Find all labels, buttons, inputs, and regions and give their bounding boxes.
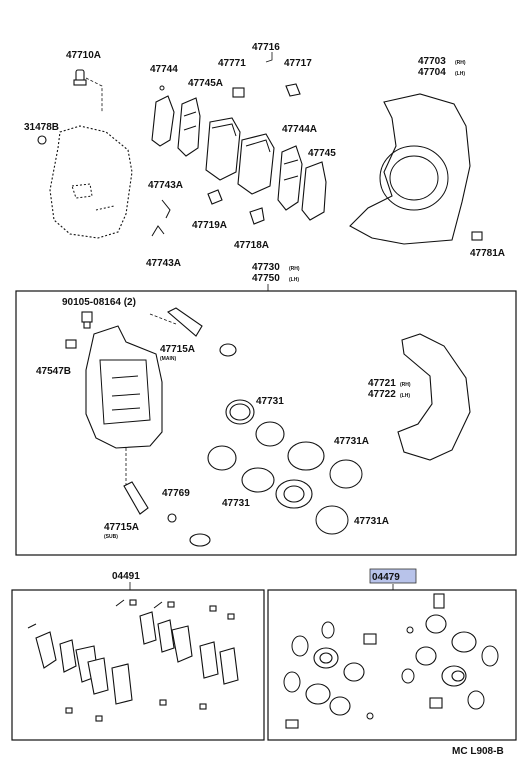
label-47703[interactable]: 47703 (418, 56, 446, 67)
dust-cover-bolt-part[interactable] (471, 231, 483, 241)
label-47744A[interactable]: 47744A (282, 124, 317, 135)
label-47704-lh: (LH) (455, 71, 465, 77)
label-47731-b[interactable]: 47731 (222, 498, 250, 509)
label-90105[interactable]: 90105-08164 (2) (62, 297, 136, 308)
wear-indicator-a-part[interactable] (161, 199, 171, 219)
shim-a-part[interactable] (177, 97, 201, 157)
bleeder-plug-part[interactable] (73, 69, 87, 86)
label-47716[interactable]: 47716 (252, 42, 280, 53)
clip-47717-part[interactable] (285, 83, 301, 97)
label-47731-a[interactable]: 47731 (256, 396, 284, 407)
bushing-part[interactable] (37, 135, 47, 145)
label-47744[interactable]: 47744 (150, 64, 178, 75)
sub-slide-pin-part[interactable] (123, 481, 211, 547)
anti-squeal-shim-part[interactable] (151, 85, 175, 147)
clip-47718A-part[interactable] (249, 207, 265, 225)
label-47718A[interactable]: 47718A (234, 240, 269, 251)
retaining-ring-b-part[interactable] (315, 505, 349, 535)
label-47781A[interactable]: 47781A (470, 248, 505, 259)
cylinder-kit-frame (267, 589, 517, 741)
slide-bushing-part[interactable] (167, 513, 177, 523)
label-47547B[interactable]: 47547B (36, 366, 71, 377)
label-47715A-sub[interactable]: 47715A (104, 522, 139, 533)
wear-indicator-b-part[interactable] (151, 225, 165, 237)
main-slide-pin-part[interactable] (167, 307, 237, 357)
pad-kit-contents[interactable] (27, 599, 239, 722)
caliper-assembly-frame (15, 290, 517, 556)
dust-cover-part[interactable] (349, 93, 471, 245)
label-04491[interactable]: 04491 (112, 571, 140, 582)
clip-47771-part[interactable] (232, 87, 245, 98)
caliper-bolt-part[interactable] (81, 311, 93, 329)
label-47771[interactable]: 47771 (218, 58, 246, 69)
label-04479[interactable]: 04479 (372, 572, 400, 583)
shim-47744A-part[interactable] (277, 145, 303, 211)
label-47731A-b[interactable]: 47731A (354, 516, 389, 527)
label-47710A[interactable]: 47710A (66, 50, 101, 61)
label-31478B[interactable]: 31478B (24, 122, 59, 133)
label-47722-lh: (LH) (400, 393, 410, 399)
label-47717[interactable]: 47717 (284, 58, 312, 69)
brake-pad-inner-part[interactable] (205, 117, 241, 181)
shim-47745-part[interactable] (301, 161, 327, 221)
bleeder-cap-part[interactable] (65, 339, 77, 349)
label-47750[interactable]: 47750 (252, 273, 280, 284)
brake-pad-outer-part[interactable] (237, 133, 275, 195)
label-47715A-main-sub: (MAIN) (160, 356, 176, 362)
pad-kit-frame (11, 589, 265, 741)
label-47745[interactable]: 47745 (308, 148, 336, 159)
label-47719A[interactable]: 47719A (192, 220, 227, 231)
retaining-ring-a-part[interactable] (329, 459, 363, 489)
label-47731A-a[interactable]: 47731A (334, 436, 369, 447)
label-47715A-main[interactable]: 47715A (160, 344, 195, 355)
kit-04479-highlight (369, 568, 417, 584)
cylinder-kit-contents[interactable] (283, 593, 499, 729)
caliper-body-part[interactable] (85, 325, 163, 449)
clip-47719A-part[interactable] (207, 189, 223, 205)
figure-code: MC L908-B (452, 746, 504, 757)
label-47703-rh: (RH) (455, 60, 466, 66)
label-47750-lh: (LH) (289, 277, 299, 283)
caliper-bracket-part[interactable] (397, 333, 471, 461)
label-47730-rh: (RH) (289, 266, 300, 272)
caliper-body-top-part[interactable] (49, 125, 133, 239)
label-47715A-sub-sub: (SUB) (104, 534, 118, 540)
label-47730[interactable]: 47730 (252, 262, 280, 273)
label-47721[interactable]: 47721 (368, 378, 396, 389)
label-47769[interactable]: 47769 (162, 488, 190, 499)
piston-seal-group[interactable] (207, 399, 325, 509)
label-47743A-a[interactable]: 47743A (148, 180, 183, 191)
label-47704[interactable]: 47704 (418, 67, 446, 78)
label-47721-rh: (RH) (400, 382, 411, 388)
label-47745A[interactable]: 47745A (188, 78, 223, 89)
label-47722[interactable]: 47722 (368, 389, 396, 400)
label-47743A-b[interactable]: 47743A (146, 258, 181, 269)
